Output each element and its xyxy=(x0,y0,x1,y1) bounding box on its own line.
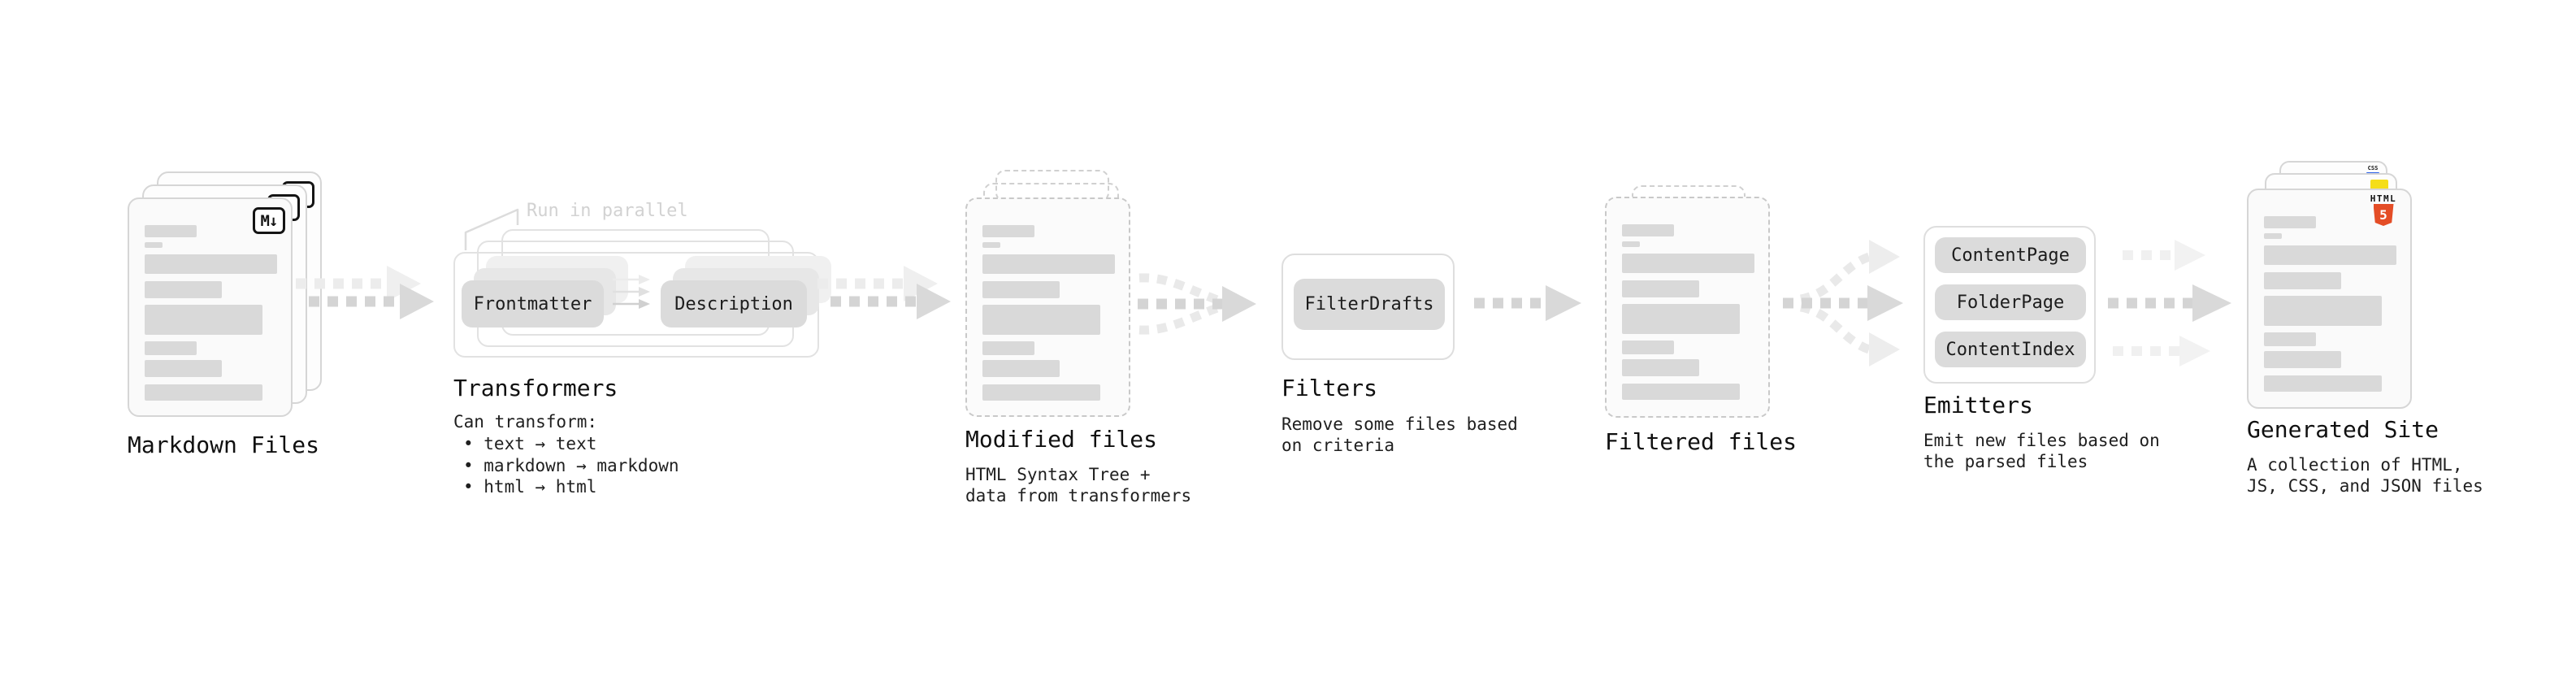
modified-files-label: Modified files xyxy=(965,426,1158,453)
description-line: A collection of HTML, xyxy=(2247,455,2463,475)
description-line: on criteria xyxy=(1281,436,1395,455)
skeleton-line xyxy=(145,360,222,377)
skeleton-line xyxy=(1622,304,1740,334)
arrow-emitters-to-generated xyxy=(2108,240,2231,367)
modified-files-description: HTML Syntax Tree + data from transformer… xyxy=(965,464,1191,506)
skeleton-line xyxy=(145,281,222,298)
generated-site-label: Generated Site xyxy=(2247,416,2439,443)
skeleton-line xyxy=(2264,245,2396,265)
skeleton-line xyxy=(2264,375,2382,392)
description-line: Remove some files based xyxy=(1281,414,1518,434)
bullet-item: • text → text xyxy=(463,434,597,453)
skeleton-line xyxy=(2264,296,2382,326)
skeleton-line xyxy=(982,242,1000,248)
markdown-files-label: Markdown Files xyxy=(128,432,320,458)
skeleton-line xyxy=(145,225,197,237)
description-line: JS, CSS, and JSON files xyxy=(2247,476,2483,496)
transformers-label: Transformers xyxy=(453,375,618,401)
skeleton-line xyxy=(2264,216,2316,228)
skeleton-line xyxy=(982,305,1100,335)
generated-site-description: A collection of HTML, JS, CSS, and JSON … xyxy=(2247,454,2483,497)
description-line: HTML Syntax Tree + xyxy=(965,465,1151,484)
contentindex-emitter: ContentIndex xyxy=(1935,332,2086,367)
filters-label: Filters xyxy=(1281,375,1378,401)
skeleton-line xyxy=(982,360,1060,377)
bullet-item: • html → html xyxy=(463,477,597,497)
skeleton-line xyxy=(1622,254,1754,273)
filterdrafts-filter: FilterDrafts xyxy=(1294,279,1445,330)
emitters-description: Emit new files based on the parsed files xyxy=(1923,430,2160,472)
filters-description: Remove some files based on criteria xyxy=(1281,414,1518,456)
filtered-file-card xyxy=(1605,197,1770,418)
filterdrafts-label: FilterDrafts xyxy=(1304,294,1434,314)
skeleton-line xyxy=(2264,332,2316,346)
skeleton-line xyxy=(982,254,1115,274)
arrow-transformers-to-modified xyxy=(817,266,951,319)
skeleton-line xyxy=(145,384,262,401)
skeleton-line xyxy=(1622,340,1674,354)
markdown-icon-text: M↓ xyxy=(260,211,279,230)
skeleton-line xyxy=(2264,233,2282,239)
description-line: data from transformers xyxy=(965,486,1192,505)
html5-icon: HTML 5 xyxy=(2364,194,2403,226)
transformers-bullet-list: • text → text • markdown → markdown • ht… xyxy=(463,433,679,498)
css-icon-text: CSS xyxy=(2367,165,2379,171)
frontmatter-label: Frontmatter xyxy=(473,293,592,314)
transformers-description-title: Can transform: xyxy=(453,412,598,432)
description-transformer: Description xyxy=(661,280,807,327)
skeleton-line xyxy=(1622,384,1740,400)
skeleton-line xyxy=(982,225,1034,237)
contentindex-label: ContentIndex xyxy=(1945,339,2075,360)
skeleton-line xyxy=(982,384,1100,401)
skeleton-line xyxy=(145,305,262,335)
run-in-parallel-annotation: Run in parallel xyxy=(527,201,688,221)
arrow-modified-to-filters xyxy=(1138,273,1256,335)
html5-icon-numeral: 5 xyxy=(2379,207,2387,223)
html5-icon-shield: 5 xyxy=(2373,204,2394,226)
bullet-item: • markdown → markdown xyxy=(463,455,679,475)
skeleton-line xyxy=(982,341,1034,355)
skeleton-line xyxy=(1622,280,1699,297)
html5-icon-text: HTML xyxy=(2370,193,2397,204)
arrow-filters-to-filtered xyxy=(1474,285,1581,321)
markdown-file-card: M↓ xyxy=(128,197,293,417)
contentpage-emitter: ContentPage xyxy=(1935,237,2086,273)
description-line: Emit new files based on xyxy=(1923,431,2160,450)
skeleton-line xyxy=(1622,359,1699,376)
modified-file-card xyxy=(965,197,1130,417)
skeleton-line xyxy=(2264,272,2341,289)
skeleton-line xyxy=(1622,224,1674,236)
filtered-files-label: Filtered files xyxy=(1605,428,1798,455)
folderpage-label: FolderPage xyxy=(1956,292,2065,313)
generated-site-card: HTML 5 xyxy=(2247,189,2412,409)
skeleton-line xyxy=(145,242,163,248)
description-line: the parsed files xyxy=(1923,452,2088,471)
skeleton-line xyxy=(145,341,197,355)
skeleton-line xyxy=(982,281,1060,298)
skeleton-line xyxy=(1622,241,1640,247)
skeleton-line xyxy=(2264,351,2341,368)
description-label: Description xyxy=(674,293,793,314)
contentpage-label: ContentPage xyxy=(1951,245,2070,266)
folderpage-emitter: FolderPage xyxy=(1935,284,2086,320)
skeleton-line xyxy=(145,254,277,274)
markdown-icon: M↓ xyxy=(253,207,285,234)
frontmatter-transformer: Frontmatter xyxy=(462,280,604,327)
emitters-label: Emitters xyxy=(1923,392,2033,419)
arrow-filtered-to-emitters xyxy=(1783,240,1903,367)
